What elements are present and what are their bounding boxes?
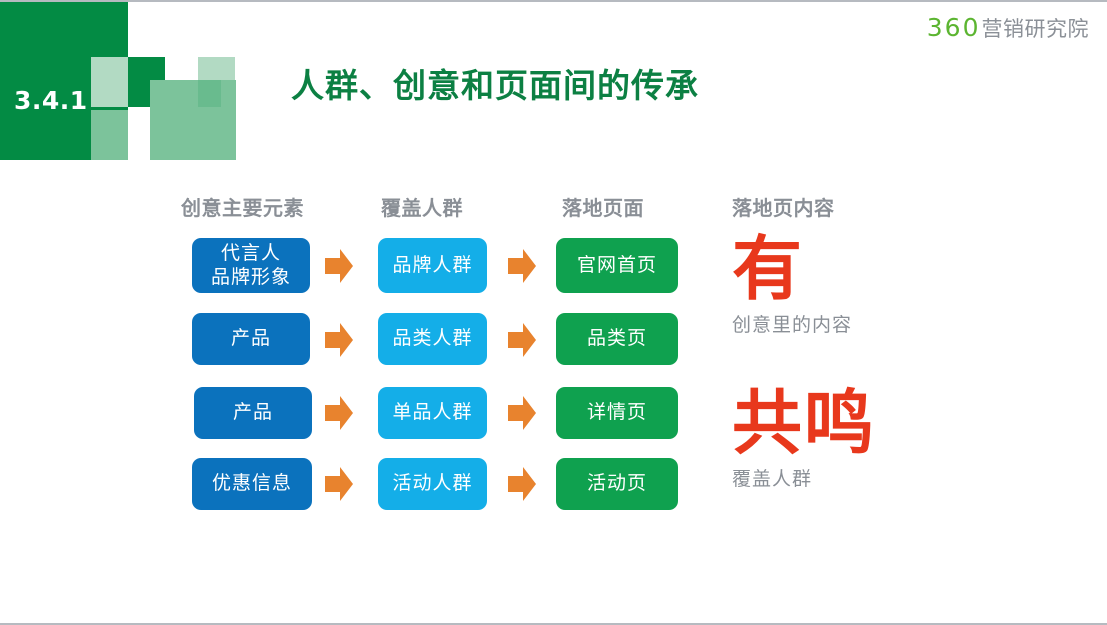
flow-box-page-row-1[interactable]: 品类页 bbox=[556, 313, 678, 365]
column-header-landing-content: 落地页内容 bbox=[732, 196, 835, 220]
right-block-arrow-icon bbox=[508, 396, 536, 430]
flow-box-line-1: 代言人 bbox=[220, 242, 281, 265]
flow-box-audience-row-2[interactable]: 单品人群 bbox=[378, 387, 487, 439]
flow-box-label: 单品人群 bbox=[392, 401, 473, 424]
right-block-arrow-icon bbox=[508, 249, 536, 283]
flow-box-label: 活动人群 bbox=[392, 472, 473, 495]
decorative-square-mid-lower bbox=[91, 110, 128, 160]
right-block-arrow-icon bbox=[325, 323, 353, 357]
emphasis-headline: 有 bbox=[732, 228, 804, 310]
flow-box-page-row-3[interactable]: 活动页 bbox=[556, 458, 678, 510]
flow-box-label: 品类页 bbox=[586, 327, 647, 350]
right-block-arrow-icon bbox=[325, 249, 353, 283]
right-block-arrow-icon bbox=[325, 396, 353, 430]
flow-box-page-row-0[interactable]: 官网首页 bbox=[556, 238, 678, 293]
logo-name-text: 营销研究院 bbox=[981, 17, 1089, 41]
flow-box-page-row-2[interactable]: 详情页 bbox=[556, 387, 678, 439]
flow-box-creative-row-2[interactable]: 产品 bbox=[194, 387, 312, 439]
decorative-square-pale-left bbox=[91, 57, 128, 107]
flow-box-line-1: 优惠信息 bbox=[211, 472, 292, 495]
flow-box-audience-row-0[interactable]: 品牌人群 bbox=[378, 238, 487, 293]
decorative-square-mid-large bbox=[150, 80, 236, 160]
emphasis-block-0: 有 创意里的内容 bbox=[732, 234, 852, 337]
brand-logo: 360 营销研究院 bbox=[927, 13, 1089, 43]
flow-box-audience-row-3[interactable]: 活动人群 bbox=[378, 458, 487, 510]
flow-box-creative-row-3[interactable]: 优惠信息 bbox=[192, 458, 312, 510]
logo-mark-360: 360 bbox=[926, 13, 981, 42]
flow-box-audience-row-1[interactable]: 品类人群 bbox=[378, 313, 487, 365]
flow-box-creative-row-0[interactable]: 代言人 品牌形象 bbox=[192, 238, 310, 293]
flow-box-line-1: 产品 bbox=[230, 327, 271, 350]
emphasis-block-1: 共鸣 覆盖人群 bbox=[732, 388, 876, 491]
flow-box-line-1: 产品 bbox=[232, 401, 273, 424]
right-block-arrow-icon bbox=[325, 467, 353, 501]
slide-number: 3.4.1 bbox=[14, 86, 88, 115]
flow-box-creative-row-1[interactable]: 产品 bbox=[192, 313, 310, 365]
column-header-audience: 覆盖人群 bbox=[381, 196, 463, 220]
emphasis-subtext: 覆盖人群 bbox=[732, 468, 813, 490]
flow-box-line-2: 品牌形象 bbox=[210, 265, 291, 288]
flow-box-label: 品牌人群 bbox=[392, 253, 473, 276]
column-header-landing-page: 落地页面 bbox=[562, 196, 644, 220]
emphasis-subtext: 创意里的内容 bbox=[732, 314, 853, 336]
emphasis-headline: 共鸣 bbox=[732, 382, 876, 464]
column-header-creative: 创意主要元素 bbox=[181, 196, 304, 220]
decorative-square-mid-overlap bbox=[198, 80, 221, 107]
flow-box-label: 详情页 bbox=[586, 401, 647, 424]
right-block-arrow-icon bbox=[508, 467, 536, 501]
flow-box-label: 活动页 bbox=[586, 472, 647, 495]
flow-box-label: 官网首页 bbox=[576, 253, 657, 276]
page-title: 人群、创意和页面间的传承 bbox=[291, 66, 699, 105]
right-block-arrow-icon bbox=[508, 323, 536, 357]
flow-box-label: 品类人群 bbox=[392, 327, 473, 350]
